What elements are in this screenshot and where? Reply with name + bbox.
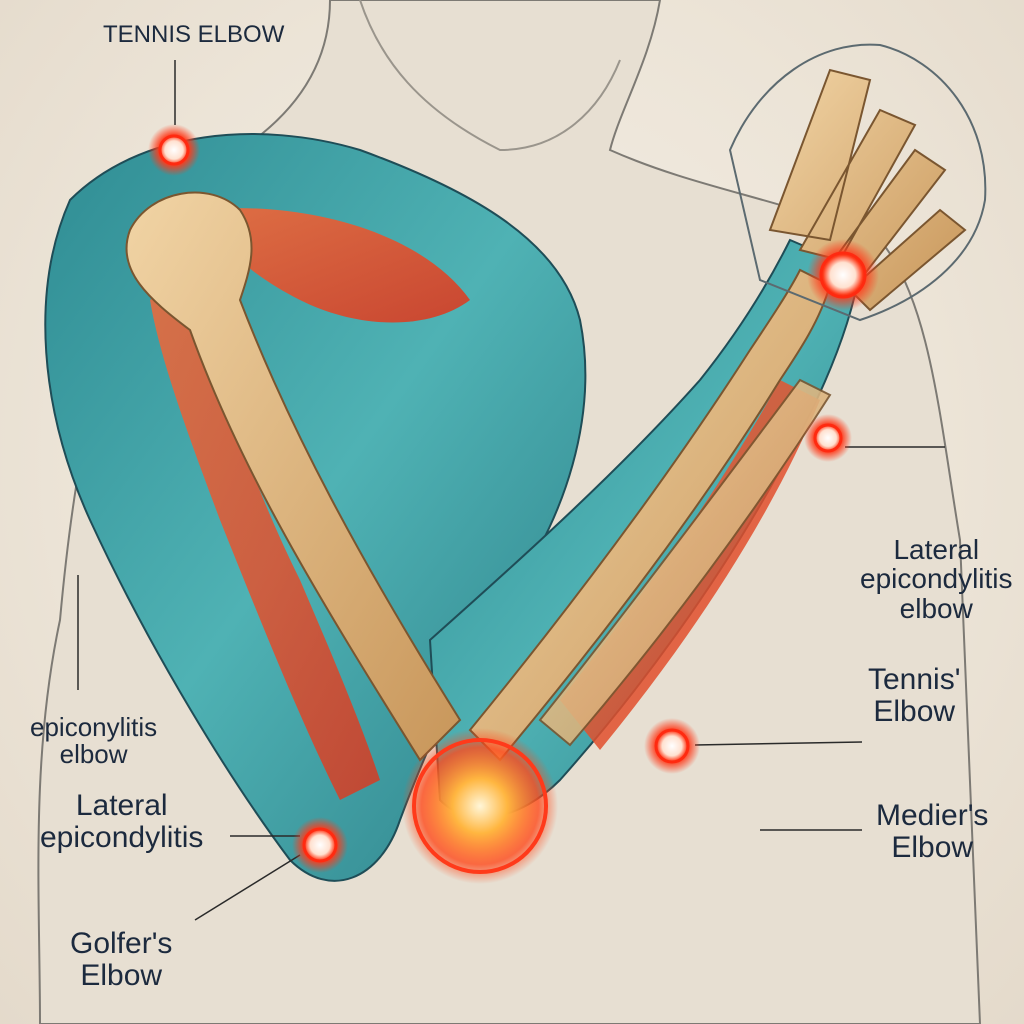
neck-shading (359, 0, 621, 152)
label-epicondylitis-elbow-left: epiconylitis elbow (30, 712, 158, 770)
label-lateral-epicondylitis-right: Lateral epicondylitis elbow (860, 534, 1013, 624)
label-lateral-epicondylitis-left: Lateral epicondylitis (40, 790, 203, 853)
label-medier-elbow-right: Medier's Elbow (876, 800, 988, 863)
label-line: Medier's (876, 799, 989, 832)
label-golfers-elbow-left: Golfer's Elbow (70, 928, 172, 991)
label-line: epicondylitis (860, 563, 1013, 595)
ulna-bone (538, 378, 832, 747)
pain-point-marker (158, 134, 190, 166)
label-line: epiconylitis (30, 712, 158, 742)
label-line: epicondylitis (40, 820, 204, 854)
label-line: Lateral (75, 789, 168, 822)
label-line: elbow (59, 739, 128, 770)
label-line: Elbow (891, 830, 974, 864)
label-tennis-elbow-right: Tennis' Elbow (868, 664, 960, 727)
deltoid-red (200, 208, 470, 323)
connector-lines (77, 60, 945, 921)
label-line: Elbow (80, 958, 163, 992)
pain-point-marker (148, 124, 200, 176)
pain-point-marker (302, 827, 338, 863)
pain-point-marker (813, 423, 843, 453)
label-line: Elbow (873, 694, 956, 728)
elbow-joint-ring (412, 738, 548, 874)
pain-point-marker (644, 718, 700, 774)
pain-point-marker (292, 817, 348, 873)
label-tennis-elbow-top: TENNIS ELBOW (103, 21, 285, 48)
hand-outline (728, 43, 987, 322)
biceps-red-strip (150, 280, 380, 800)
elbow-joint-highlight (402, 728, 558, 884)
label-line: Tennis' (868, 663, 961, 696)
pain-point-marker (819, 251, 867, 299)
pain-point-marker (804, 414, 852, 462)
pain-point-marker (654, 728, 690, 764)
humerus-bone (125, 191, 462, 762)
pain-point-marker (807, 239, 879, 311)
label-line: Golfer's (70, 927, 173, 960)
label-line: Lateral (893, 534, 980, 565)
label-line: elbow (899, 592, 973, 624)
